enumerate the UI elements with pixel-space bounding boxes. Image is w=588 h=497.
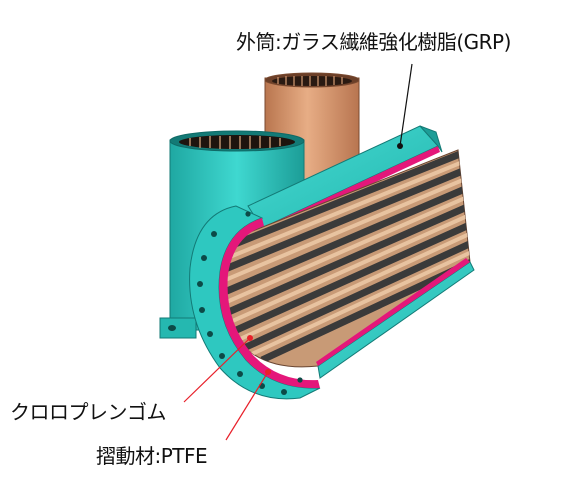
leader-sliding: [225, 371, 269, 441]
leader-rubber: [183, 337, 251, 403]
label-rubber: クロロプレンゴム: [10, 400, 167, 424]
leader-outer-cylinder: [399, 63, 413, 147]
label-sliding-material: 摺動材:PTFE: [96, 444, 208, 468]
horizontal-half-pipe: [189, 125, 475, 400]
leader-lines: [183, 63, 413, 441]
leader-dot-outer: [397, 143, 403, 149]
label-outer-cylinder: 外筒:ガラス繊維強化樹脂(GRP): [236, 30, 511, 54]
leader-dot-rubber: [247, 335, 253, 341]
leader-dot-sliding: [265, 369, 271, 375]
